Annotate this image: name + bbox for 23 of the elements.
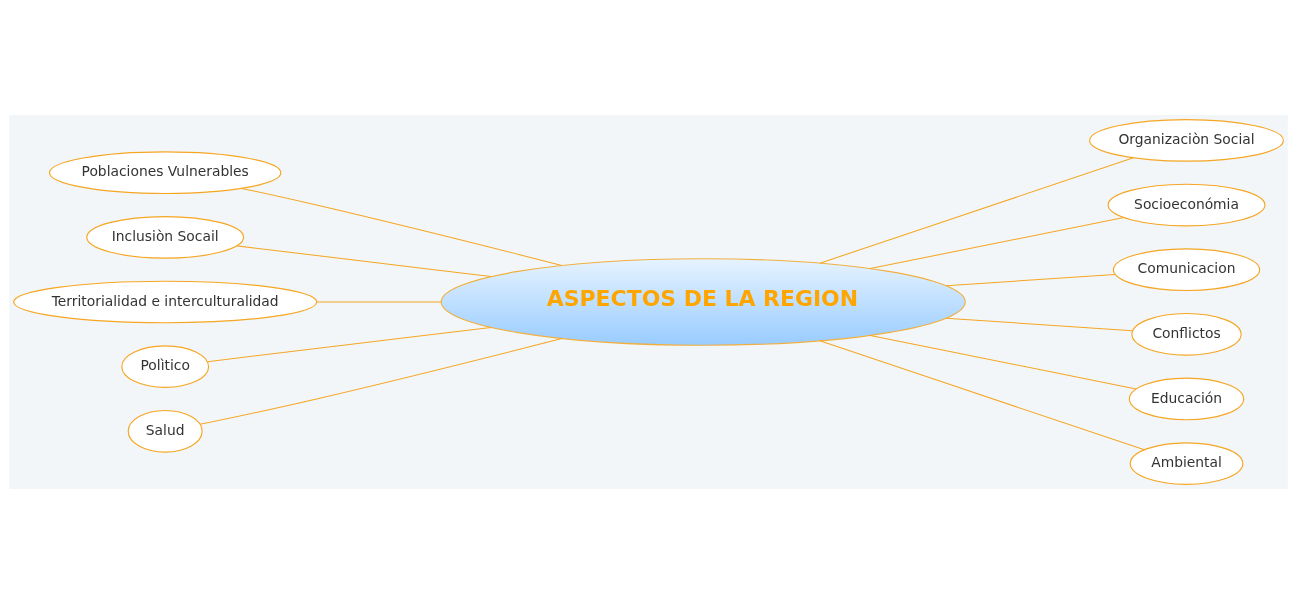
connector <box>869 216 1125 270</box>
connector <box>819 340 1145 451</box>
node-ellipse: Educación <box>1128 377 1245 421</box>
node-ellipse: Territorialidad e interculturalidad <box>13 280 318 324</box>
node-ellipse: Inclusiòn Socail <box>86 216 245 259</box>
connector <box>199 338 563 425</box>
node-ellipse: Comunicacion <box>1112 248 1261 292</box>
connector <box>819 157 1134 264</box>
connector <box>945 317 1133 332</box>
node-ellipse: Polìtico <box>121 345 210 388</box>
connector <box>236 245 492 278</box>
node-ellipse: Socioeconómia <box>1107 183 1266 227</box>
node-ellipse: Ambiental <box>1129 442 1244 485</box>
node-ellipse: Poblaciones Vulnerables <box>48 151 282 195</box>
node-ellipse: Salud <box>127 409 203 453</box>
connector <box>316 301 442 303</box>
connector <box>869 334 1137 390</box>
connector <box>206 326 492 363</box>
node-ellipse: Conflictos <box>1131 312 1242 356</box>
connector <box>945 273 1116 287</box>
node-ellipse: ASPECTOS DE LA REGION <box>440 258 966 346</box>
node-ellipse: Organizaciòn Social <box>1089 119 1284 162</box>
connector <box>241 187 563 266</box>
